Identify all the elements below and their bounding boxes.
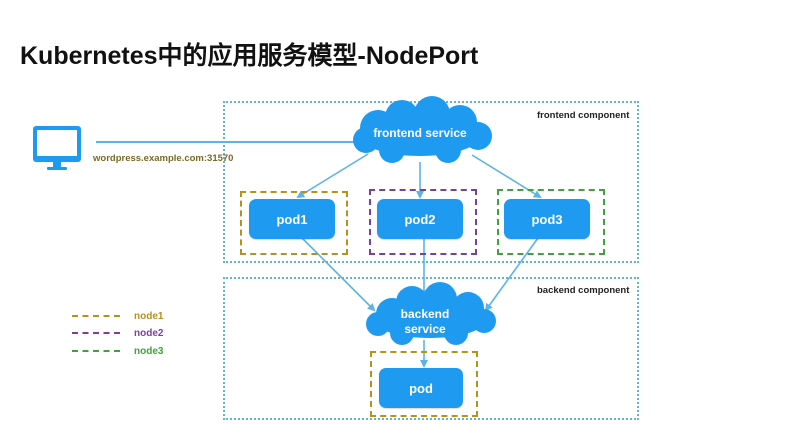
backend-zone: [223, 277, 639, 420]
frontend-zone-label: frontend component: [537, 110, 630, 121]
desktop-monitor-icon: [33, 126, 81, 170]
frontend-service-cloud: [353, 96, 492, 163]
client-url: wordpress.example.com:31570: [93, 153, 234, 164]
pod1: pod1: [249, 199, 335, 239]
node3-box-pod3: [497, 189, 605, 255]
backend-service-label: backend service: [380, 307, 470, 337]
legend-label-node1: node1: [134, 310, 164, 322]
page-title: Kubernetes中的应用服务模型-NodePort: [20, 42, 479, 70]
pod2: pod2: [377, 199, 463, 239]
legend-item-node3: node3: [72, 344, 163, 358]
node2-box-pod2: [369, 189, 477, 255]
backend-zone-label: backend component: [537, 285, 630, 296]
legend-label-node3: node3: [134, 345, 164, 357]
arrow-pod3-to-backend: [484, 237, 539, 312]
arrow-pod1-to-backend: [301, 237, 376, 312]
backend-service-label-line1: backend: [400, 307, 450, 321]
legend-item-node2: node2: [72, 326, 163, 340]
legend-item-node1: node1: [72, 309, 163, 323]
backend-pod: pod: [379, 368, 463, 408]
legend-swatch-node1: [72, 315, 120, 317]
legend-swatch-node3: [72, 350, 120, 352]
legend-swatch-node2: [72, 332, 120, 334]
pod3: pod3: [504, 199, 590, 239]
backend-service-label-line2: service: [404, 322, 446, 336]
node1-box-pod1: [240, 191, 348, 255]
node1-box-backend-pod: [370, 351, 478, 417]
backend-service-cloud: [366, 282, 496, 345]
arrow-frontend-to-pod1: [296, 153, 369, 199]
frontend-service-label: frontend service: [373, 126, 467, 140]
legend-label-node2: node2: [134, 327, 164, 339]
